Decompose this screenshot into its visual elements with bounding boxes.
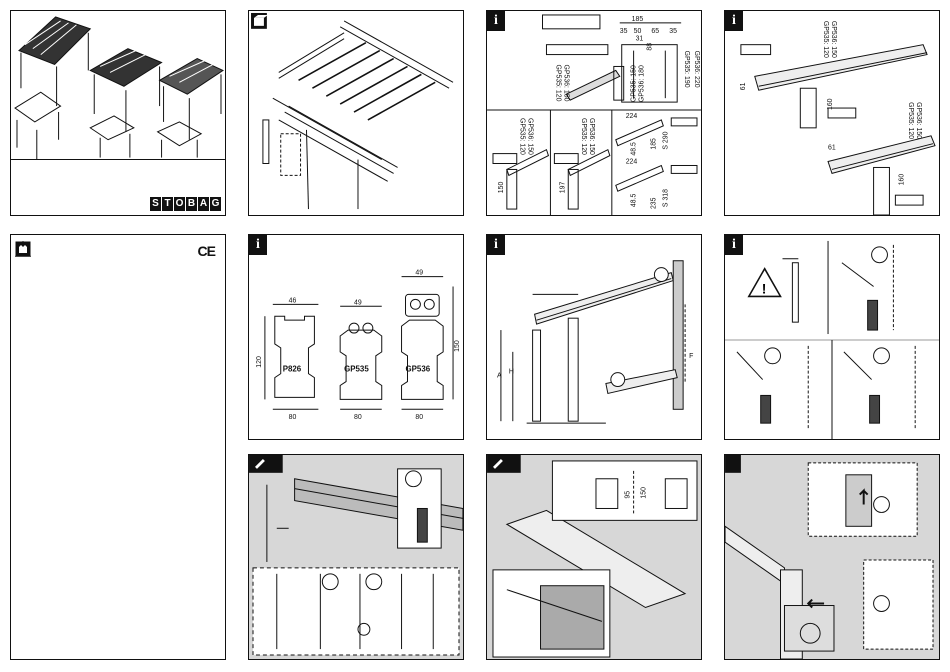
dim-80a: 80 [289, 414, 297, 421]
wall-mount-panel: A H F i [486, 234, 702, 440]
logo-letter: G [210, 197, 221, 211]
gutter-gp535: GP535: 120 [822, 21, 829, 58]
dim-48-5a: 48.5 [631, 142, 638, 156]
post-connection-drawing [725, 455, 934, 659]
logo-letter: B [186, 197, 197, 211]
dim-gp536-150: GP536: 150 [562, 64, 569, 101]
stobag-logo: S T O B A G [150, 197, 221, 211]
warning-icon: ! [747, 267, 782, 298]
install-gutter-drawing [249, 455, 463, 656]
dim-150: 150 [454, 340, 461, 352]
drilling-drawing: 95 150 [487, 455, 698, 658]
dim-br2-gp535: GP535: 120 [580, 118, 587, 155]
dim-A: A [497, 373, 502, 380]
exploded-view-panel [248, 10, 464, 216]
gloves-icon [15, 241, 31, 257]
sealing-steps-drawing: ! [725, 240, 939, 439]
cover-panel: S T O B A G [10, 10, 226, 216]
dim-120: 120 [256, 356, 263, 368]
exploded-parts-illustration [251, 12, 454, 210]
info-icon: i [725, 11, 743, 31]
dim-160b: 160 [898, 174, 905, 186]
dim-197: 197 [559, 182, 566, 194]
dim-35b: 35 [669, 28, 677, 35]
section-dimensions-panel: 185 35 50 65 35 31 GP535: 190 GP536: 220… [486, 10, 702, 216]
dim-35a: 35 [620, 28, 628, 35]
logo-letter: A [198, 197, 209, 211]
dim-31: 31 [636, 36, 644, 43]
dim-s290: S 290 [662, 131, 669, 149]
logo-letter: T [162, 197, 173, 211]
box-icon [251, 12, 268, 29]
section-dimensions-drawing: 185 35 50 65 35 31 GP535: 190 GP536: 220… [487, 14, 701, 215]
dim-95: 95 [625, 491, 632, 499]
dim-235: 235 [650, 197, 657, 209]
dim-46: 46 [289, 297, 297, 304]
logo-letter: S [150, 197, 161, 211]
dim-61b: 61 [828, 145, 836, 152]
profile-gp535: GP535 [344, 365, 369, 374]
dim-gp536-220: GP536: 220 [693, 51, 700, 88]
dim-61a: 61 [740, 82, 747, 90]
tools-icon [487, 455, 521, 473]
safety-panel: ! CE [10, 234, 226, 660]
gutter2-gp535: GP535: 120 [907, 102, 914, 139]
dim-48-5b: 48.5 [631, 193, 638, 207]
dim-50: 50 [634, 28, 642, 35]
dim-224b: 224 [626, 159, 638, 166]
dim-224a: 224 [626, 113, 638, 120]
ce-mark: CE [197, 243, 216, 259]
wall-mount-drawing: A H F [497, 260, 693, 424]
gutter-gp536: GP536: 150 [830, 21, 837, 58]
logo-letter: O [174, 197, 185, 211]
gutter-dimensions-panel: GP535: 120 GP536: 150 GP535: 120 GP536: … [724, 10, 940, 216]
dim-150-drill: 150 [640, 487, 647, 499]
dim-49b: 49 [415, 270, 423, 277]
dim-br-gp535: GP535: 120 [519, 118, 526, 155]
gutter-dimensions-drawing: GP535: 120 GP536: 150 GP535: 120 GP536: … [740, 21, 936, 215]
dim-49a: 49 [354, 299, 362, 306]
drilling-panel: 95 150 [486, 454, 702, 660]
tools-icon [249, 455, 283, 473]
dim-80c: 80 [415, 414, 423, 421]
profile-p826: P826 [283, 365, 302, 374]
info-icon: i [487, 235, 505, 255]
dim-88: 88 [646, 43, 653, 51]
dim-80b: 80 [354, 414, 362, 421]
info-icon: i [725, 235, 743, 255]
dim-160a: 160 [827, 98, 834, 110]
carport-overview-illustration [11, 16, 225, 161]
profile-cross-sections: P826 GP535 GP536 46 49 49 80 80 80 120 1… [256, 270, 461, 422]
dim-H: H [509, 369, 514, 376]
info-icon: i [487, 11, 505, 31]
dim-br-gp536: GP536: 150 [527, 118, 534, 155]
dim-F: F [689, 353, 693, 360]
profiles-panel: P826 GP535 GP536 46 49 49 80 80 80 120 1… [248, 234, 464, 440]
dim-br2-gp536: GP536: 150 [588, 118, 595, 155]
profile-gp536: GP536 [406, 365, 431, 374]
svg-text:!: ! [762, 280, 767, 296]
dim-150: 150 [498, 182, 505, 194]
dim-inner-gp536: GP536: 180 [639, 65, 646, 102]
dim-inner-gp535: GP535: 150 [631, 65, 638, 102]
dim-gp535-120: GP535: 120 [554, 64, 561, 101]
sealing-steps-panel: ! i [724, 234, 940, 440]
post-connection-panel [724, 454, 940, 660]
dim-gp535-190: GP535: 190 [683, 51, 690, 88]
info-icon: i [249, 235, 267, 255]
gutter2-gp536: GP536: 150 [915, 102, 922, 139]
install-gutter-panel [248, 454, 464, 660]
dim-s318: S 318 [662, 189, 669, 207]
dim-185b: 185 [650, 138, 657, 150]
dim-185: 185 [632, 16, 644, 23]
dim-65: 65 [651, 28, 659, 35]
